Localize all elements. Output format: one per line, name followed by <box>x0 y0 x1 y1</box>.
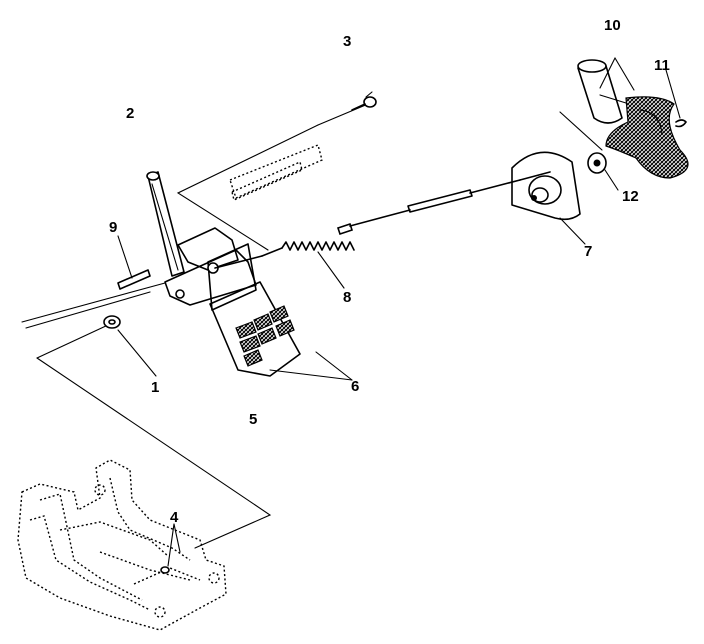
clip-part-11 <box>665 69 687 128</box>
callout-labels: 1 2 3 4 5 6 7 8 9 10 11 12 <box>109 17 670 526</box>
callout-8: 8 <box>343 289 351 306</box>
screw-part-3 <box>351 91 377 111</box>
drive-shaft-part-10 <box>577 57 689 179</box>
callout-4: 4 <box>170 509 179 526</box>
callout-9: 9 <box>109 219 117 236</box>
callout-10: 10 <box>604 17 621 34</box>
lever-handle-part-2 <box>146 171 185 277</box>
control-cable <box>349 179 521 227</box>
callout-7: 7 <box>584 243 592 260</box>
callout-12: 12 <box>622 188 639 205</box>
callout-3: 3 <box>343 33 351 50</box>
leader-lines <box>21 94 627 549</box>
lever-mount-bracket <box>164 227 263 311</box>
leader-part-6 <box>269 351 353 381</box>
callout-11: 11 <box>654 57 670 74</box>
nut-part-1 <box>103 315 157 377</box>
callout-6: 6 <box>351 378 359 395</box>
pulley-bracket-part-7 <box>511 151 586 245</box>
callout-5: 5 <box>249 411 257 428</box>
rod-part-9 <box>117 235 151 290</box>
callout-2: 2 <box>126 105 134 122</box>
washer-part-12 <box>587 152 619 191</box>
callout-1: 1 <box>151 379 159 396</box>
spring-part-8 <box>261 222 355 289</box>
mower-frame-part-4 <box>17 459 227 631</box>
pedal-plate-part-5 <box>209 281 301 377</box>
bracket-plate-dashed <box>229 144 323 201</box>
